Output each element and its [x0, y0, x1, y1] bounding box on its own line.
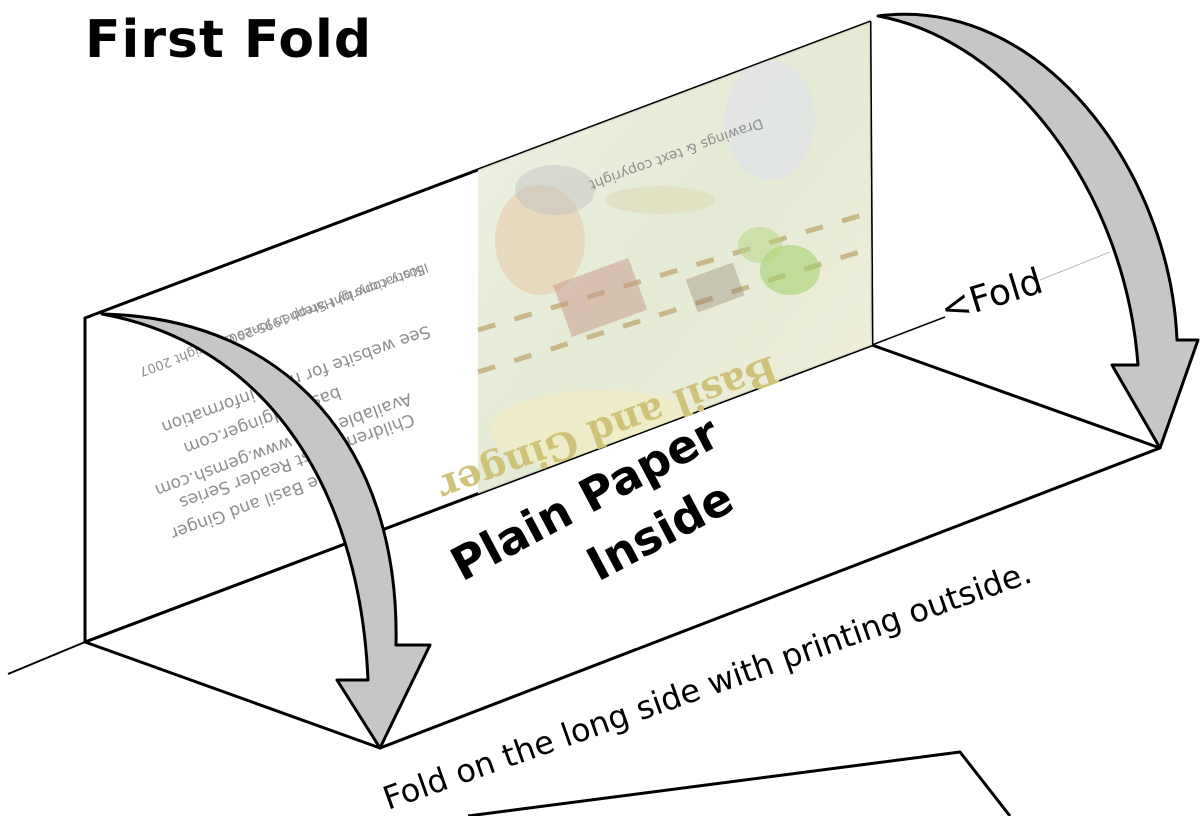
next-step-panel-edge	[467, 750, 1012, 816]
left-fold-arrow	[100, 312, 432, 750]
cover-illustration	[477, 22, 872, 495]
left-guide-line	[7, 641, 86, 675]
right-guide-extension	[1039, 251, 1111, 281]
fold-label: <Fold	[936, 261, 1048, 331]
page-title: First Fold	[85, 10, 373, 70]
right-fold-arrow	[876, 12, 1200, 450]
right-guide-line	[871, 316, 946, 346]
